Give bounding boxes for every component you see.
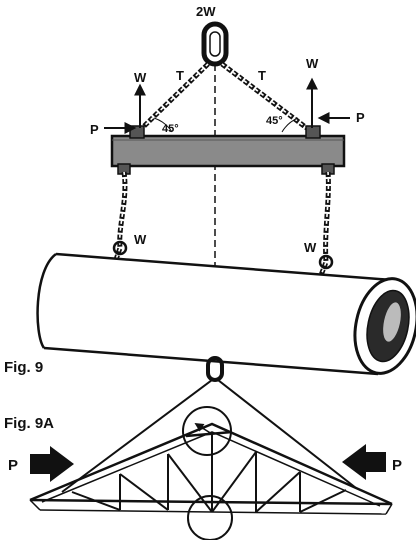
shackle-right (318, 254, 334, 270)
shackle-left (112, 240, 128, 256)
label-w-pipe-right: W (304, 240, 317, 255)
label-t-left: T (176, 68, 184, 83)
label-p-right: P (356, 110, 365, 125)
detail-circle-bottom (187, 495, 233, 540)
label-p-truss-left: P (8, 457, 18, 474)
master-link (201, 21, 229, 67)
pipe (36, 252, 416, 376)
truss-lifting-ring (206, 356, 224, 382)
sling-left (61, 379, 213, 493)
detail-circle-top (182, 406, 232, 456)
label-p-left: P (90, 122, 99, 137)
roof-truss (29, 422, 393, 515)
angle-arc-left (153, 117, 173, 133)
sling-right (217, 379, 357, 489)
upper-chain-right (220, 62, 314, 134)
angle-arc-right (281, 117, 299, 133)
label-angle-left: 45° (162, 123, 179, 135)
label-t-right: T (258, 68, 266, 83)
block-arrow-icon (30, 446, 74, 482)
block-arrow-icon (342, 444, 386, 480)
label-p-truss-right: P (392, 457, 402, 474)
figure-label-9a: Fig. 9A (4, 415, 54, 432)
arrow-left-icon (194, 423, 213, 435)
label-w-upper-left: W (134, 70, 147, 85)
figure-label-9: Fig. 9 (4, 359, 43, 376)
upper-chain-left (136, 62, 210, 134)
spreader-beam (110, 125, 346, 175)
label-angle-right: 45° (266, 115, 283, 127)
label-w-pipe-left: W (134, 232, 147, 247)
label-w-upper-right: W (306, 56, 319, 71)
label-2w: 2W (196, 4, 216, 19)
